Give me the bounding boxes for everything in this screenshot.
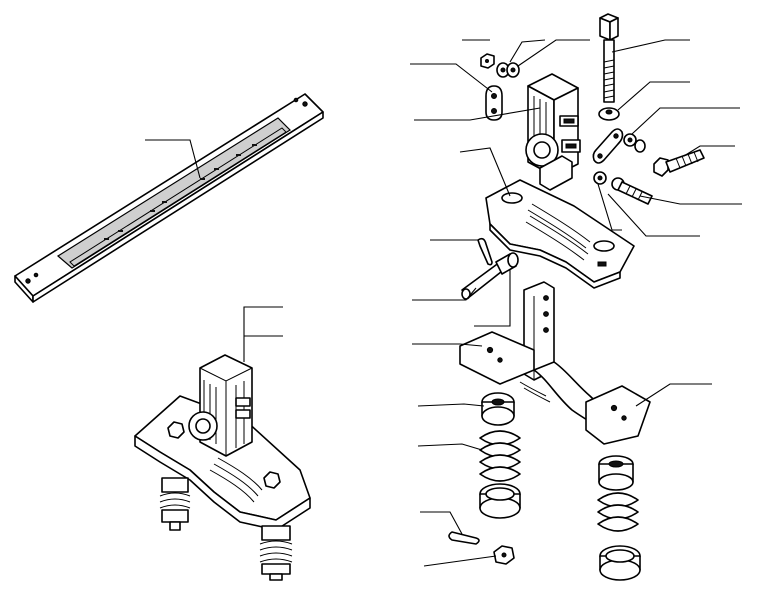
leader-line: [517, 39, 590, 67]
leader-line: [243, 306, 283, 362]
leader-line: [611, 39, 690, 53]
coil-spring-icon: [479, 430, 521, 482]
leader-line: [635, 383, 712, 407]
washer-icon: [593, 171, 607, 185]
leader-line: [631, 107, 740, 135]
spring-stack-icon: [597, 455, 641, 581]
leader-line: [474, 270, 511, 327]
leader-line: [420, 511, 463, 535]
castle-nut-icon: [493, 545, 515, 565]
nut-icon: [634, 139, 646, 153]
slotted-bar-icon: [14, 93, 324, 303]
bolt-icon: [653, 149, 705, 177]
leader-line: [639, 195, 742, 205]
leader-line: [617, 81, 690, 111]
bearing-block-icon: [525, 73, 581, 191]
nut-icon: [480, 53, 495, 69]
split-pin-icon: [448, 531, 480, 545]
washer-icon: [598, 107, 620, 121]
bolt-icon: [599, 13, 619, 103]
leader-line: [597, 183, 622, 231]
link-plate-icon: [592, 128, 624, 164]
leader-line: [145, 139, 201, 179]
leader-line: [607, 193, 700, 237]
leader-line: [412, 287, 477, 301]
leader-line: [509, 39, 546, 63]
bracket-plate-icon: [485, 179, 635, 289]
spring-cap-icon: [481, 392, 515, 426]
leader-line: [683, 145, 735, 157]
leader-line: [423, 555, 497, 567]
screw-icon: [611, 177, 653, 205]
leader-line: [459, 147, 511, 197]
assembled-bracket-icon: [134, 354, 311, 581]
leader-line: [414, 107, 541, 121]
clevis-pin-icon: [461, 252, 519, 300]
leader-line: [417, 403, 485, 407]
washer-icon: [496, 62, 520, 78]
link-plate-icon: [485, 85, 503, 121]
leader-line: [417, 443, 483, 451]
leader-line: [412, 343, 483, 347]
leader-line: [410, 63, 493, 93]
z-arm-icon: [459, 281, 651, 445]
spring-cup-icon: [479, 483, 521, 519]
washer-icon: [623, 133, 637, 147]
split-pin-icon: [477, 237, 493, 266]
